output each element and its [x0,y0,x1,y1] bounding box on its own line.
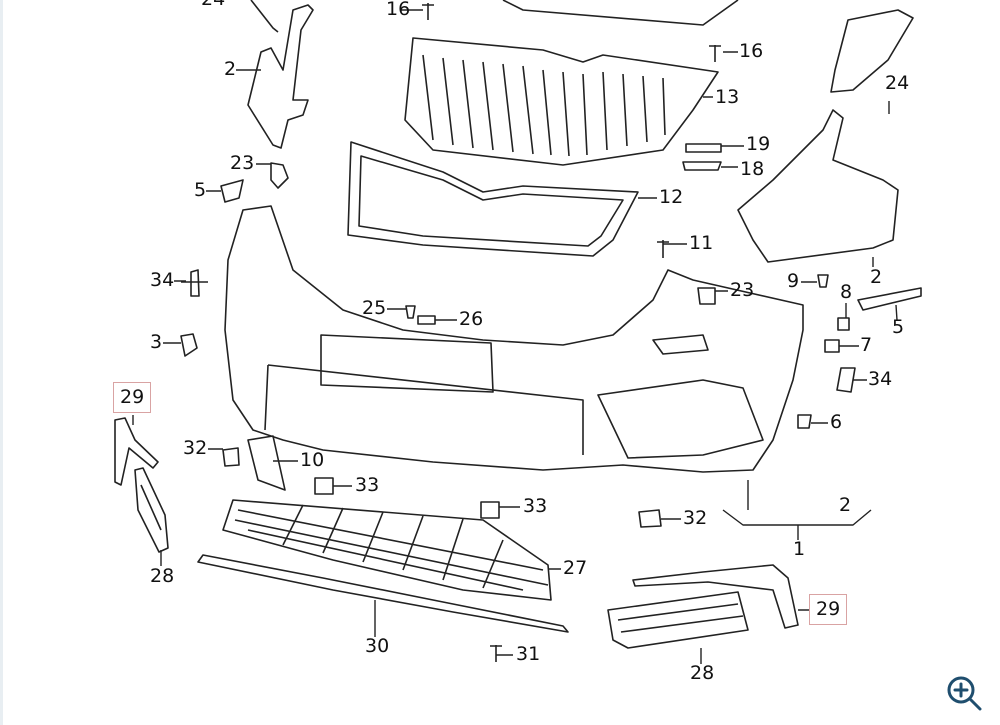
callout-23[interactable]: 23 [730,279,755,301]
clip-part-34-right [836,367,856,393]
trim-part-5-right [857,287,922,311]
callout-6[interactable]: 6 [830,411,843,433]
upper-trim-part [502,0,739,26]
clip-part-25 [405,305,416,319]
callout-9[interactable]: 9 [787,270,800,292]
callout-24[interactable]: 24 [201,0,225,9]
callout-27[interactable]: 27 [563,557,588,579]
side-strip-part-29-left [114,417,159,486]
callout-19[interactable]: 19 [746,133,771,155]
bumper-cover-part-1 [224,205,804,473]
nut-part-8 [837,317,850,331]
screw-part-16b [709,45,721,62]
callout-24[interactable]: 24 [885,72,910,94]
zoom-in-icon[interactable] [945,674,985,714]
callout-10[interactable]: 10 [300,449,325,471]
lower-grille-part-27 [222,499,552,601]
callout-25[interactable]: 25 [362,297,387,319]
diagram-artwork [114,0,922,664]
cap-part-32-right [638,509,662,528]
grille-part-13 [404,37,719,166]
callout-8[interactable]: 8 [840,281,853,303]
callout-31[interactable]: 31 [516,643,541,665]
strip-part-30 [197,554,569,633]
cap-part-32-left [222,447,240,467]
callout-3[interactable]: 3 [150,331,163,353]
screw-part-7 [824,339,840,353]
cap-part-33-left [314,477,334,495]
cap-part-3 [180,333,198,357]
callout-23[interactable]: 23 [230,152,255,174]
callout-32[interactable]: 32 [183,437,208,459]
callout-11[interactable]: 11 [689,232,714,254]
bracket-part-2-left [247,4,314,149]
callout-7[interactable]: 7 [860,334,873,356]
callout-34[interactable]: 34 [868,368,893,390]
callout-26[interactable]: 26 [459,308,484,330]
clip-part-9 [817,274,829,288]
callout-29-highlighted[interactable]: 29 [809,594,848,625]
callout-5[interactable]: 5 [892,316,905,338]
callout-28[interactable]: 28 [690,662,715,684]
callout-16[interactable]: 16 [386,0,411,20]
callout-29-highlighted[interactable]: 29 [113,382,152,413]
side-strip-part-29-right [632,564,799,629]
side-grille-part-28-left [134,467,169,553]
callout-30[interactable]: 30 [365,635,390,657]
screw-part-11 [657,240,669,258]
callout-18[interactable]: 18 [740,158,765,180]
bracket-part-2-right [737,109,899,263]
cap-part-23 [270,162,289,189]
callout-2[interactable]: 2 [224,58,237,80]
clip-part-24-top [250,0,279,33]
callout-34[interactable]: 34 [150,269,175,291]
clip-part-6 [797,414,812,429]
screw-part-31 [490,645,502,662]
callout-33[interactable]: 33 [355,474,380,496]
callout-12[interactable]: 12 [659,186,684,208]
screw-part-16 [422,3,434,20]
cap-part-33-right [480,501,500,519]
trim-part-5-left [220,179,244,203]
callout-1[interactable]: 1 [793,538,806,560]
callout-2[interactable]: 2 [839,494,852,516]
callout-32[interactable]: 32 [683,507,708,529]
bracket-part-10 [247,435,286,491]
callout-5[interactable]: 5 [194,179,207,201]
callout-16[interactable]: 16 [739,40,764,62]
callout-33[interactable]: 33 [523,495,548,517]
trim-part-19 [685,143,722,153]
clip-part-26 [417,315,436,325]
side-grille-part-28-right [607,591,749,649]
grille-frame-part-12 [347,141,639,257]
callout-28[interactable]: 28 [150,565,175,587]
callout-2[interactable]: 2 [870,266,883,288]
cover-part-upper-right [830,9,914,93]
cap-part-23-right [697,287,716,305]
trim-part-18 [682,161,722,171]
clip-part-34-left [181,269,208,297]
callout-13[interactable]: 13 [715,86,740,108]
